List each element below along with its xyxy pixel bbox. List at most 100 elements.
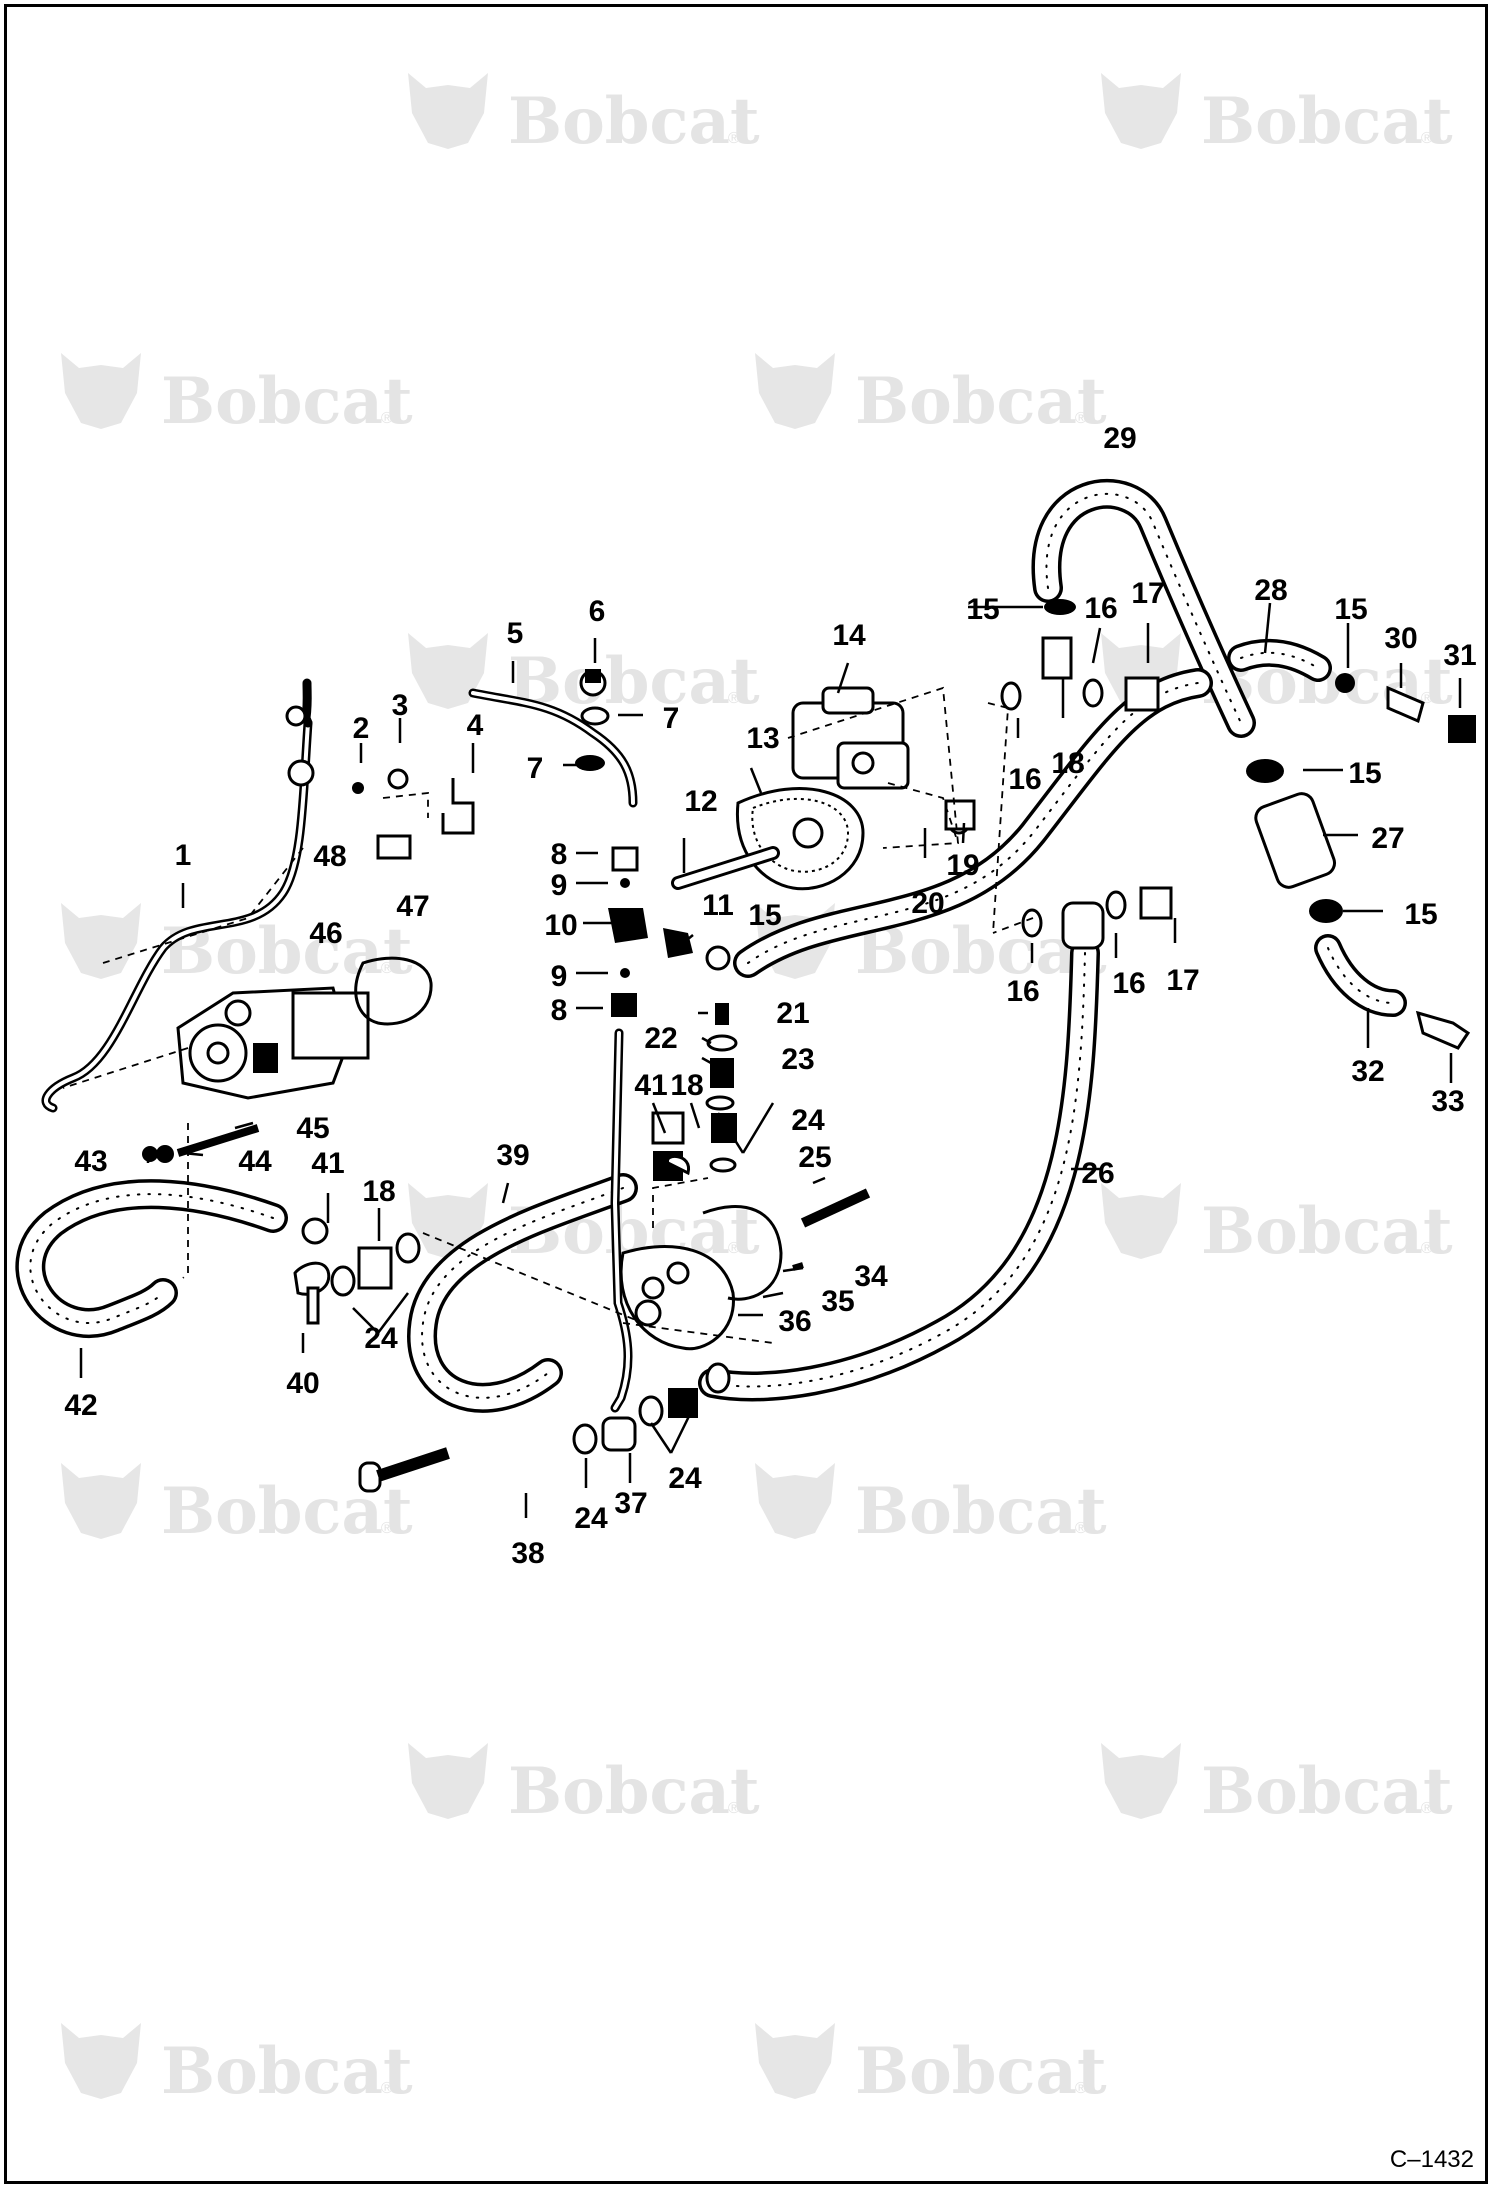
watermark-logo: Bobcat® — [755, 2023, 1107, 2109]
part-label-40: 40 — [286, 1367, 319, 1400]
part-label-19: 19 — [946, 849, 979, 882]
part-label-15-right: 15 — [1334, 593, 1367, 626]
watermark-logo: Bobcat® — [755, 1463, 1107, 1549]
watermark-registered-mark: ® — [381, 960, 393, 977]
part-label-35: 35 — [821, 1285, 854, 1318]
watermark-logo: Bobcat® — [1101, 1743, 1453, 1829]
watermark-registered-mark: ® — [728, 1240, 740, 1257]
part-label-6: 6 — [589, 595, 606, 628]
watermark-logo: Bobcat® — [61, 903, 413, 989]
part-label-41-lower: 41 — [311, 1147, 344, 1180]
part-label-16-top: 16 — [1084, 592, 1117, 625]
watermark-logo: Bobcat® — [61, 2023, 413, 2109]
watermark-text: Bobcat — [1201, 1194, 1453, 1269]
hose-29 — [1031, 479, 1256, 738]
watermark-text: Bobcat — [855, 1474, 1107, 1549]
watermark-registered-mark: ® — [381, 410, 393, 427]
bracket-4 — [441, 778, 475, 835]
figure-code: C–1432 — [1389, 2146, 1474, 2173]
watermark-logo: Bobcat® — [408, 633, 760, 719]
hose-42 — [15, 1179, 288, 1338]
leader-lines — [79, 602, 1462, 1518]
part-label-15-filter-bottom: 15 — [1404, 898, 1437, 931]
small-parts — [142, 599, 1476, 1493]
watermark-registered-mark: ® — [1075, 2080, 1087, 2097]
part-label-26: 26 — [1081, 1157, 1114, 1190]
part-label-46: 46 — [309, 917, 342, 950]
watermark-text: Bobcat — [1201, 84, 1453, 159]
part-label-18-mid: 18 — [670, 1069, 703, 1102]
part-label-18-top: 18 — [1051, 747, 1084, 780]
part-label-16-lower-left: 16 — [1006, 975, 1039, 1008]
part-label-36: 36 — [778, 1305, 811, 1338]
part-label-12: 12 — [684, 785, 717, 818]
part-label-13: 13 — [746, 722, 779, 755]
part-label-47: 47 — [396, 890, 429, 923]
part-label-24-lower-right: 24 — [668, 1462, 702, 1495]
part-label-9-lower: 9 — [551, 960, 568, 993]
components — [142, 599, 1476, 1493]
part-label-23: 23 — [781, 1043, 814, 1076]
watermark-registered-mark: ® — [1421, 1800, 1433, 1817]
part-label-43: 43 — [74, 1145, 107, 1178]
part-label-24-lower-left: 24 — [574, 1502, 608, 1535]
part-labels: 1 2 3 4 5 6 7 7 8 9 10 9 8 11 12 13 14 1… — [64, 422, 1476, 1570]
part-label-15-top: 15 — [966, 593, 999, 626]
part-label-38: 38 — [511, 1537, 544, 1570]
part-label-42: 42 — [64, 1389, 97, 1422]
block-48 — [376, 834, 412, 860]
watermark-text: Bobcat — [508, 84, 760, 159]
part-label-30: 30 — [1384, 622, 1417, 655]
watermark-text: Bobcat — [1201, 1754, 1453, 1829]
watermark-text: Bobcat — [508, 1754, 760, 1829]
part-label-29: 29 — [1103, 422, 1136, 455]
part-label-9-upper: 9 — [551, 869, 568, 902]
part-label-16-mid: 16 — [1008, 763, 1041, 796]
fuel-pump-14 — [791, 686, 910, 790]
hose-32 — [1314, 934, 1407, 1017]
gasket-35 — [702, 1205, 783, 1301]
part-label-33: 33 — [1431, 1085, 1464, 1118]
watermark-logo: Bobcat® — [1101, 73, 1453, 159]
part-label-27: 27 — [1371, 822, 1404, 855]
part-label-11: 11 — [702, 889, 734, 922]
part-label-7-lower: 7 — [527, 752, 544, 785]
watermark-registered-mark: ® — [728, 1800, 740, 1817]
filter-housing-36 — [619, 1245, 735, 1351]
part-label-21: 21 — [776, 997, 809, 1030]
part-label-16-lower-right: 16 — [1112, 967, 1145, 1000]
part-label-25: 25 — [798, 1141, 831, 1174]
part-label-7-upper: 7 — [663, 702, 680, 735]
watermark-logo: Bobcat® — [408, 73, 760, 159]
part-label-22: 22 — [644, 1022, 677, 1055]
watermark-registered-mark: ® — [381, 1520, 393, 1537]
part-label-20: 20 — [911, 887, 944, 920]
part-label-24-mid: 24 — [791, 1104, 825, 1137]
gasket-13 — [735, 787, 865, 891]
part-label-15-mid: 15 — [748, 899, 781, 932]
part-label-15-filter-top: 15 — [1348, 757, 1381, 790]
watermark-text: Bobcat — [855, 364, 1107, 439]
watermark-logo: Bobcat® — [408, 1743, 760, 1829]
watermark-registered-mark: ® — [728, 690, 740, 707]
watermark-registered-mark: ® — [728, 130, 740, 147]
part-label-4: 4 — [467, 709, 484, 742]
watermark-text: Bobcat — [161, 2034, 413, 2109]
watermark-registered-mark: ® — [1421, 130, 1433, 147]
part-label-8-lower: 8 — [551, 994, 568, 1027]
part-label-18-lower: 18 — [362, 1175, 395, 1208]
watermark-logo: Bobcat® — [61, 353, 413, 439]
watermark-registered-mark: ® — [1075, 410, 1087, 427]
part-label-2: 2 — [353, 712, 370, 745]
watermark-registered-mark: ® — [1075, 1520, 1087, 1537]
watermark-registered-mark: ® — [1421, 1240, 1433, 1257]
watermark-text: Bobcat — [855, 2034, 1107, 2109]
part-label-17-top: 17 — [1131, 577, 1164, 610]
part-label-31: 31 — [1443, 639, 1476, 672]
injection-pump-46 — [176, 986, 370, 1100]
part-label-1: 1 — [175, 839, 192, 872]
part-label-28: 28 — [1254, 574, 1287, 607]
part-label-10: 10 — [544, 909, 577, 942]
part-label-3: 3 — [392, 689, 409, 722]
part-label-24-left: 24 — [364, 1322, 398, 1355]
